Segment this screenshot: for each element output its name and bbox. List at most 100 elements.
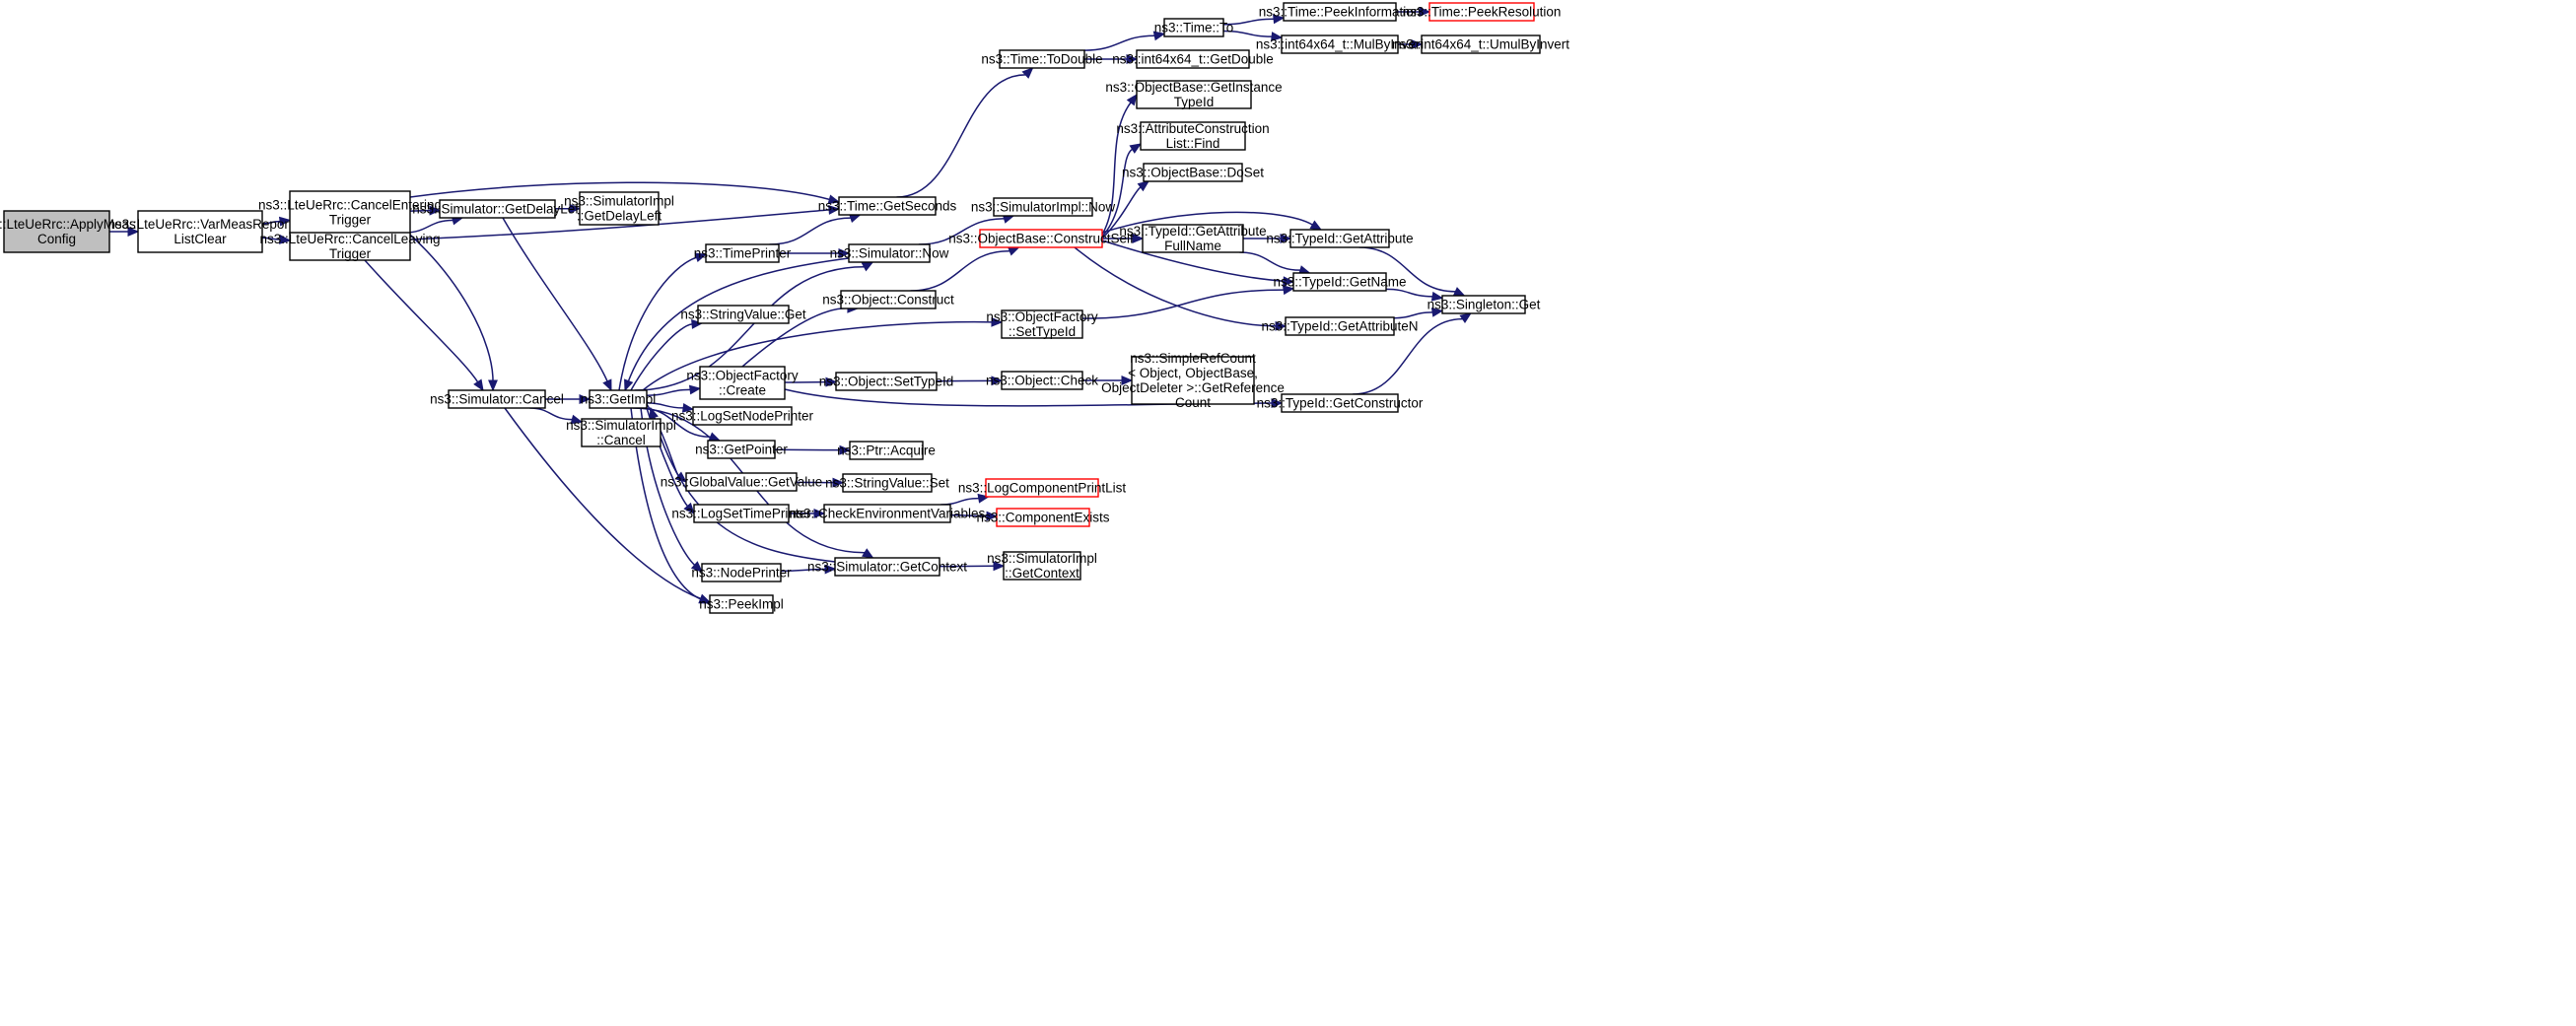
edge-timeprinter-to-simnow <box>778 248 851 258</box>
node-stringvalueget[interactable]: ns3::StringValue::Get <box>680 305 806 324</box>
node-ofcreate[interactable]: ns3::ObjectFactory::Create <box>686 366 799 400</box>
node-gvgetvalue[interactable]: ns3::GlobalValue::GetValue <box>661 472 823 492</box>
node-simgetcontext[interactable]: ns3::Simulator::GetContext <box>807 557 967 577</box>
node-box[interactable] <box>697 305 790 324</box>
node-peekresolution[interactable]: ns3::Time::PeekResolution <box>1403 2 1562 22</box>
node-objbasedoset[interactable]: ns3::ObjectBase::DoSet <box>1122 163 1264 182</box>
node-box[interactable] <box>835 372 938 391</box>
node-box[interactable] <box>1001 371 1083 390</box>
node-logsettimeprinter[interactable]: ns3::LogSetTimePrinter <box>671 504 811 523</box>
node-simnow[interactable]: ns3::Simulator::Now <box>830 243 949 263</box>
node-box[interactable] <box>1136 80 1252 109</box>
node-objconstruct[interactable]: ns3::Object::Construct <box>822 290 954 309</box>
node-getseconds[interactable]: ns3::Time::GetSeconds <box>818 196 957 216</box>
node-ofsettypeid[interactable]: ns3::ObjectFactory::SetTypeId <box>986 309 1098 339</box>
node-compexists[interactable]: ns3::ComponentExists <box>976 508 1110 527</box>
node-simplerefcount[interactable]: ns3::SimpleRefCount< Object, ObjectBase,… <box>1101 351 1285 410</box>
node-box[interactable] <box>581 418 661 447</box>
node-peekinformation[interactable]: ns3::Time::PeekInformation <box>1259 2 1422 22</box>
node-box[interactable] <box>1441 295 1526 314</box>
node-box[interactable] <box>699 366 786 400</box>
node-box[interactable] <box>823 504 951 523</box>
node-singletonget[interactable]: ns3::Singleton::Get <box>1427 295 1541 314</box>
node-box[interactable] <box>1281 34 1399 54</box>
node-implgetcontext[interactable]: ns3::SimulatorImpl::GetContext <box>987 551 1097 581</box>
node-implcancel[interactable]: ns3::SimulatorImpl::Cancel <box>566 418 676 447</box>
node-box[interactable] <box>448 389 546 409</box>
node-box[interactable] <box>985 478 1099 498</box>
node-box[interactable] <box>1285 316 1395 336</box>
node-getconstructor[interactable]: ns3::TypeId::GetConstructor <box>1257 393 1424 413</box>
node-box[interactable] <box>1421 34 1541 54</box>
node-typeidgetattr[interactable]: ns3::TypeId::GetAttribute <box>1266 229 1414 248</box>
node-box[interactable] <box>979 229 1103 248</box>
node-box[interactable] <box>289 232 411 261</box>
node-getpointer[interactable]: ns3::GetPointer <box>695 440 788 459</box>
node-box[interactable] <box>1001 309 1083 339</box>
node-umulbyinvert[interactable]: ns3::int64x64_t::UmulByInvert <box>1392 34 1569 54</box>
node-box[interactable] <box>439 199 556 219</box>
node-box[interactable] <box>1142 224 1244 253</box>
node-logcompprintlist[interactable]: ns3::LogComponentPrintList <box>958 478 1127 498</box>
node-box[interactable] <box>693 504 790 523</box>
node-objsettypeid[interactable]: ns3::Object::SetTypeId <box>819 372 954 391</box>
node-box[interactable] <box>1292 272 1387 292</box>
node-timeto[interactable]: ns3::Time::To <box>1154 18 1234 37</box>
node-box[interactable] <box>834 557 940 577</box>
node-box[interactable] <box>996 508 1090 527</box>
node-box[interactable] <box>1283 2 1397 22</box>
node-box[interactable] <box>707 440 776 459</box>
node-typeidgetname[interactable]: ns3::TypeId::GetName <box>1273 272 1407 292</box>
node-implnow[interactable]: ns3::SimulatorImpl::Now <box>971 197 1116 217</box>
node-box[interactable] <box>842 473 933 493</box>
node-box[interactable] <box>709 594 774 614</box>
edge-line <box>1101 186 1142 239</box>
node-box[interactable] <box>692 406 793 426</box>
node-box[interactable] <box>289 190 411 235</box>
node-box[interactable] <box>705 243 780 263</box>
node-simcancel[interactable]: ns3::Simulator::Cancel <box>430 389 564 409</box>
node-getimpl[interactable]: ns3::GetImpl <box>581 389 657 409</box>
node-box[interactable] <box>1163 18 1224 37</box>
node-box[interactable] <box>701 563 782 582</box>
node-objcheck[interactable]: ns3::Object::Check <box>986 371 1098 390</box>
node-box[interactable] <box>848 243 931 263</box>
node-implgetdelayleft[interactable]: ns3::SimulatorImpl::GetDelayLeft <box>564 191 674 226</box>
node-checkenv[interactable]: ns3::CheckEnvironmentVariables <box>790 504 986 523</box>
node-getdelayleft[interactable]: ns3::Simulator::GetDelayLeft <box>412 199 583 219</box>
node-peekimpl[interactable]: ns3::PeekImpl <box>699 594 784 614</box>
node-box[interactable] <box>1140 121 1246 151</box>
node-box[interactable] <box>579 191 660 226</box>
node-getdouble[interactable]: ns3::int64x64_t::GetDouble <box>1112 49 1274 69</box>
node-box[interactable] <box>840 290 937 309</box>
node-ptracquire[interactable]: ns3::Ptr::Acquire <box>837 441 936 460</box>
node-getattrn[interactable]: ns3::TypeId::GetAttributeN <box>1261 316 1419 336</box>
node-mulbyinvert[interactable]: ns3::int64x64_t::MulByInvert <box>1256 34 1425 54</box>
node-timeprinter[interactable]: ns3::TimePrinter <box>694 243 792 263</box>
node-box[interactable] <box>838 196 937 216</box>
node-todouble[interactable]: ns3::Time::ToDouble <box>981 49 1103 69</box>
node-box[interactable] <box>1428 2 1535 22</box>
node-box[interactable] <box>1003 551 1081 581</box>
node-logsetnodeprinter[interactable]: ns3::LogSetNodePrinter <box>671 406 814 426</box>
node-nodeprinter[interactable]: ns3::NodePrinter <box>691 563 792 582</box>
node-constructself[interactable]: ns3::ObjectBase::ConstructSelf <box>948 229 1134 248</box>
node-box[interactable] <box>685 472 798 492</box>
node-box[interactable] <box>137 210 263 253</box>
node-box[interactable] <box>1143 163 1243 182</box>
node-box[interactable] <box>849 441 924 460</box>
node-box[interactable] <box>1289 229 1390 248</box>
node-box[interactable] <box>1131 356 1255 405</box>
node-box[interactable] <box>589 389 648 409</box>
node-box[interactable] <box>999 49 1085 69</box>
node-stringvalueset[interactable]: ns3::StringValue::Set <box>825 473 949 493</box>
node-box[interactable] <box>1281 393 1399 413</box>
node-box[interactable] <box>993 197 1093 217</box>
node-box[interactable] <box>1136 49 1250 69</box>
